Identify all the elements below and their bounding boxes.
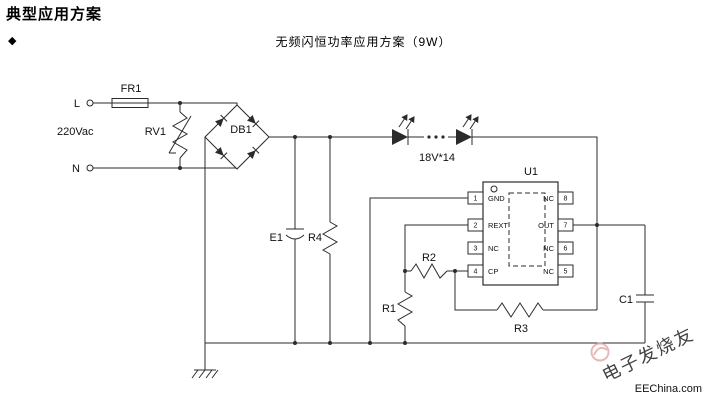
bridge-label: DB1 (230, 124, 251, 136)
resistor-r3-label: R3 (514, 323, 528, 335)
junction-dot (178, 166, 182, 170)
wire-rext-pin (404, 224, 468, 292)
resistor-r1-label: R1 (382, 303, 396, 315)
resistor-r4: R4 (308, 221, 339, 255)
junction-dots (178, 101, 599, 345)
fuse-fr1: FR1 (111, 83, 149, 108)
wire (148, 102, 238, 105)
cap-c1: C1 (619, 294, 654, 306)
pin-box (467, 191, 484, 205)
junction-dot (453, 269, 457, 273)
pin-box (557, 218, 574, 232)
ac-input: L N 220Vac (57, 98, 94, 175)
figure-caption: 无频闪恒功率应用方案（9W） (275, 35, 452, 49)
cap-c1-label: C1 (619, 294, 633, 306)
pin-label: NC (543, 267, 554, 276)
pin-number: 2 (474, 223, 478, 230)
pin-number: 6 (564, 246, 568, 253)
pin-box (467, 264, 484, 278)
pin-label: CP (488, 267, 498, 276)
line-terminal-label: L (74, 98, 80, 110)
pin-box (557, 241, 574, 255)
pin-label: REXT (488, 221, 508, 230)
pin-label: NC (543, 244, 554, 253)
resistor-zigzag (410, 262, 448, 280)
led-string: 18V*14 (392, 114, 479, 164)
ic-name-label: U1 (524, 166, 538, 178)
bridge-outline (204, 104, 270, 170)
resistor-r3: R3 (496, 302, 544, 335)
pin-number: 1 (474, 196, 478, 203)
led-icon (456, 114, 479, 145)
varistor-zigzag (171, 111, 189, 159)
ic-u1: U1 1 2 3 4 GND REXT NC CP (467, 166, 574, 286)
cap-e1-label: E1 (270, 232, 283, 244)
diode-icon (246, 114, 260, 128)
resistor-r2-label: R2 (422, 252, 436, 264)
fuse-label: FR1 (121, 83, 142, 95)
pin-box (557, 191, 574, 205)
diode-icon (246, 146, 260, 160)
ground-hatch (191, 369, 219, 379)
junction-dot (595, 223, 599, 227)
ic-die-dashed-box (508, 192, 546, 267)
pin-number: 5 (564, 269, 568, 276)
ellipsis-dots (427, 135, 445, 139)
cap-curved-plate (285, 234, 305, 240)
varistor-label: RV1 (145, 126, 166, 138)
led-icon (392, 114, 415, 145)
varistor-strike (168, 115, 192, 154)
diode-icon (214, 146, 228, 160)
pin-number: 3 (474, 246, 478, 253)
pin1-indicator-icon (490, 185, 498, 193)
line-terminal (86, 99, 94, 107)
ic-left-pins: 1 2 3 4 GND REXT NC CP (467, 191, 508, 278)
resistor-r4-label: R4 (308, 232, 322, 244)
junction-dot (293, 341, 297, 345)
junction-dot (328, 135, 332, 139)
junction-dot (368, 341, 372, 345)
pin-number: 8 (564, 196, 568, 203)
resistor-r1: R1 (382, 291, 414, 327)
junction-dot (403, 269, 407, 273)
resistor-zigzag (496, 302, 544, 318)
ground-symbol-icon (191, 343, 219, 379)
pin-box (557, 264, 574, 278)
pin-label: NC (543, 194, 554, 203)
wire (472, 136, 598, 310)
resistor-zigzag (396, 291, 414, 327)
resistor-zigzag (321, 221, 339, 255)
junction-dot (403, 341, 407, 345)
resistor-r2: R2 (410, 252, 448, 280)
pin-label: OUT (538, 221, 554, 230)
diode-icon (214, 114, 228, 128)
cap-e1: E1 (270, 228, 305, 244)
neutral-terminal-label: N (72, 163, 80, 175)
page-title: 典型应用方案 (6, 6, 103, 23)
pin-box (467, 218, 484, 232)
bridge-db1: DB1 (204, 104, 270, 170)
voltage-label: 220Vac (57, 126, 94, 138)
wire-cp-branch (454, 271, 497, 311)
pin-number: 4 (474, 269, 478, 276)
varistor-rv1: RV1 (145, 111, 192, 159)
neutral-terminal (86, 164, 94, 172)
watermark-site: EEChina.com (635, 383, 702, 395)
pin-number: 7 (564, 223, 568, 230)
pin-label: NC (488, 244, 499, 253)
ic-right-pins: 8 7 6 5 NC OUT NC NC (538, 191, 574, 278)
junction-dot (293, 135, 297, 139)
junction-dot (178, 101, 182, 105)
watermark-logo-icon (590, 342, 610, 362)
led-string-label: 18V*14 (419, 152, 455, 164)
watermark: 电子发烧友 EEChina.com (590, 324, 702, 395)
pin-box (467, 241, 484, 255)
pin-label: GND (488, 194, 505, 203)
wire-gnd-pin (369, 197, 468, 343)
diamond-bullet-icon: ◆ (8, 35, 17, 47)
watermark-brand: 电子发烧友 (599, 324, 698, 386)
junction-dot (328, 341, 332, 345)
